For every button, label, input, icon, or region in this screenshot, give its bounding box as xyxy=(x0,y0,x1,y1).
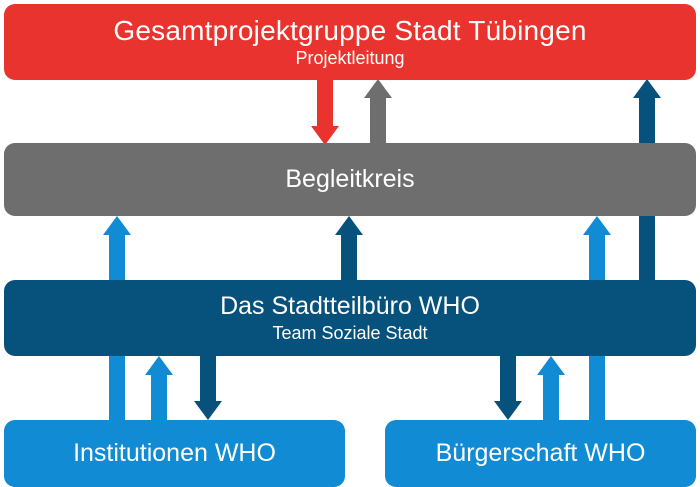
connector-shaft xyxy=(500,356,516,402)
connector-shaft xyxy=(543,374,559,420)
arrowhead-up-icon xyxy=(103,216,131,235)
connector-begleitkreis-to-gesamtprojektgruppe xyxy=(364,79,392,145)
node-subtitle: Team Soziale Stadt xyxy=(272,323,428,344)
node-title: Gesamtprojektgruppe Stadt Tübingen xyxy=(113,14,587,46)
arrowhead-down-icon xyxy=(494,401,522,420)
arrowhead-down-icon xyxy=(311,126,339,145)
connector-stadtteilbuero-to-institutionen xyxy=(194,356,222,420)
node-institutionen[interactable]: Institutionen WHO xyxy=(4,420,345,487)
node-buergerschaft[interactable]: Bürgerschaft WHO xyxy=(385,420,696,487)
node-stadtteilbuero[interactable]: Das Stadtteilbüro WHO Team Soziale Stadt xyxy=(4,280,696,356)
connector-shaft xyxy=(370,97,386,145)
arrowhead-down-icon xyxy=(194,401,222,420)
node-gesamtprojektgruppe[interactable]: Gesamtprojektgruppe Stadt Tübingen Proje… xyxy=(4,4,696,80)
node-title: Institutionen WHO xyxy=(73,439,276,468)
connector-stadtteilbuero-to-buergerschaft xyxy=(494,356,522,420)
connector-shaft xyxy=(341,234,357,282)
node-title: Begleitkreis xyxy=(285,165,415,194)
node-title: Das Stadtteilbüro WHO xyxy=(220,291,480,320)
node-subtitle: Projektleitung xyxy=(295,48,405,69)
connector-institutionen-to-stadtteilbuero xyxy=(145,356,173,420)
node-title: Bürgerschaft WHO xyxy=(435,439,646,468)
arrowhead-up-icon xyxy=(537,356,565,375)
arrowhead-up-icon xyxy=(335,216,363,235)
arrowhead-up-icon xyxy=(364,79,392,98)
arrowhead-up-icon xyxy=(633,79,661,98)
connector-shaft xyxy=(200,356,216,402)
connector-shaft xyxy=(317,79,333,127)
connector-shaft xyxy=(151,374,167,420)
arrowhead-up-icon xyxy=(145,356,173,375)
node-begleitkreis[interactable]: Begleitkreis xyxy=(4,143,696,216)
arrowhead-up-icon xyxy=(583,216,611,235)
connector-buergerschaft-to-stadtteilbuero xyxy=(537,356,565,420)
connector-stadtteilbuero-to-begleitkreis xyxy=(335,216,363,282)
connector-gesamtprojektgruppe-to-begleitkreis xyxy=(311,79,339,145)
